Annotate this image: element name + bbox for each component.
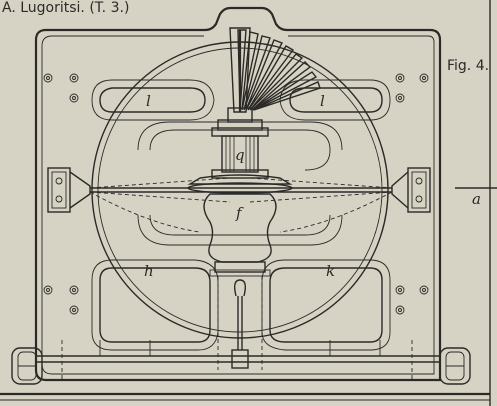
- header-text: A. Lugoritsi. (T. 3.): [2, 0, 129, 16]
- left-wheel: [11, 347, 43, 385]
- right-wheel: [439, 347, 471, 385]
- fan-blades: [229, 27, 321, 113]
- guide-lines: [61, 276, 413, 380]
- frame-bolts: [43, 73, 429, 315]
- lower-clamp: [209, 261, 271, 277]
- upper-loop-right: [279, 79, 391, 121]
- lower-loop-right: [261, 259, 391, 351]
- bottom-rails: [36, 340, 440, 363]
- label-h: h: [144, 262, 154, 280]
- right-bracket: [391, 167, 431, 213]
- left-bracket: [47, 167, 91, 213]
- figure-label: Fig. 4.: [447, 58, 489, 74]
- main-rod: [90, 187, 392, 193]
- label-l-right: l: [320, 92, 325, 110]
- label-q: q: [235, 146, 245, 164]
- label-l-left: l: [146, 92, 151, 110]
- label-k: k: [326, 262, 335, 280]
- disc-plate: [187, 174, 293, 194]
- upper-loop-left: [91, 79, 215, 121]
- label-a: a: [472, 190, 481, 208]
- label-f: f: [235, 204, 244, 222]
- coil-q: [211, 135, 269, 179]
- lower-hook: [231, 279, 249, 369]
- dashed-lines: [89, 177, 393, 233]
- top-hub: [211, 107, 269, 137]
